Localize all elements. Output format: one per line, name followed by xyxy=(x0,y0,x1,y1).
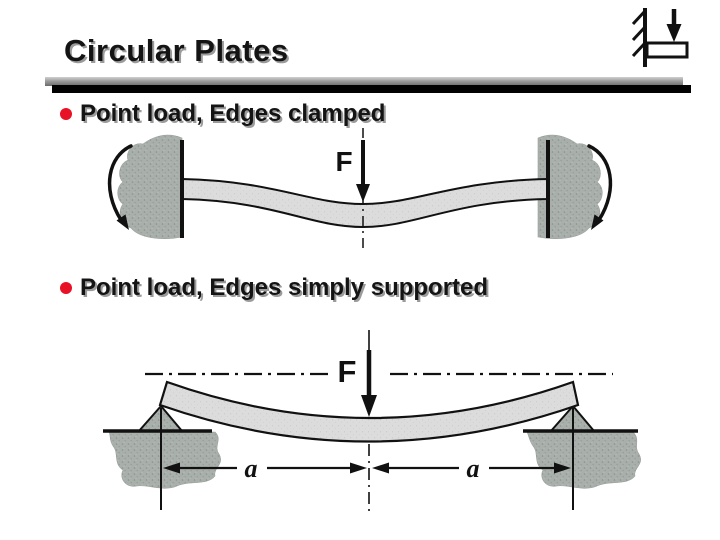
point-load-arrow-icon xyxy=(361,350,377,417)
deflected-plate xyxy=(158,380,580,443)
title-rule-black xyxy=(52,85,691,93)
bullet-dot-icon xyxy=(60,282,72,294)
title-rule-gray xyxy=(45,77,683,86)
diagram-simply-supported: F a a xyxy=(103,330,641,514)
page-title: Circular Plates xyxy=(64,33,289,68)
left-moment-arrow-icon xyxy=(107,144,133,230)
bullet-item-clamped: Point load, Edges clamped xyxy=(60,100,385,128)
bullet-dot-icon xyxy=(60,108,72,120)
cantilever-beam-point-load-icon xyxy=(631,8,689,67)
dimension-left: a xyxy=(163,454,367,483)
left-clamp-support xyxy=(117,134,183,239)
left-ground-support xyxy=(108,431,221,489)
force-label: F xyxy=(338,354,357,389)
diagram-clamped-edges: F xyxy=(107,128,613,249)
bullet-label: Point load, Edges simply supported xyxy=(80,274,489,301)
force-label: F xyxy=(335,146,352,177)
dimension-right: a xyxy=(372,454,571,483)
right-clamp-support xyxy=(537,134,603,239)
point-load-arrow-icon xyxy=(356,140,370,202)
dimension-left-label: a xyxy=(245,454,258,483)
dimension-right-label: a xyxy=(467,454,480,483)
right-moment-arrow-icon xyxy=(587,144,613,230)
bullet-item-simply-supported: Point load, Edges simply supported xyxy=(60,274,488,302)
right-ground-support xyxy=(526,431,641,489)
bullet-label: Point load, Edges clamped xyxy=(80,100,386,127)
